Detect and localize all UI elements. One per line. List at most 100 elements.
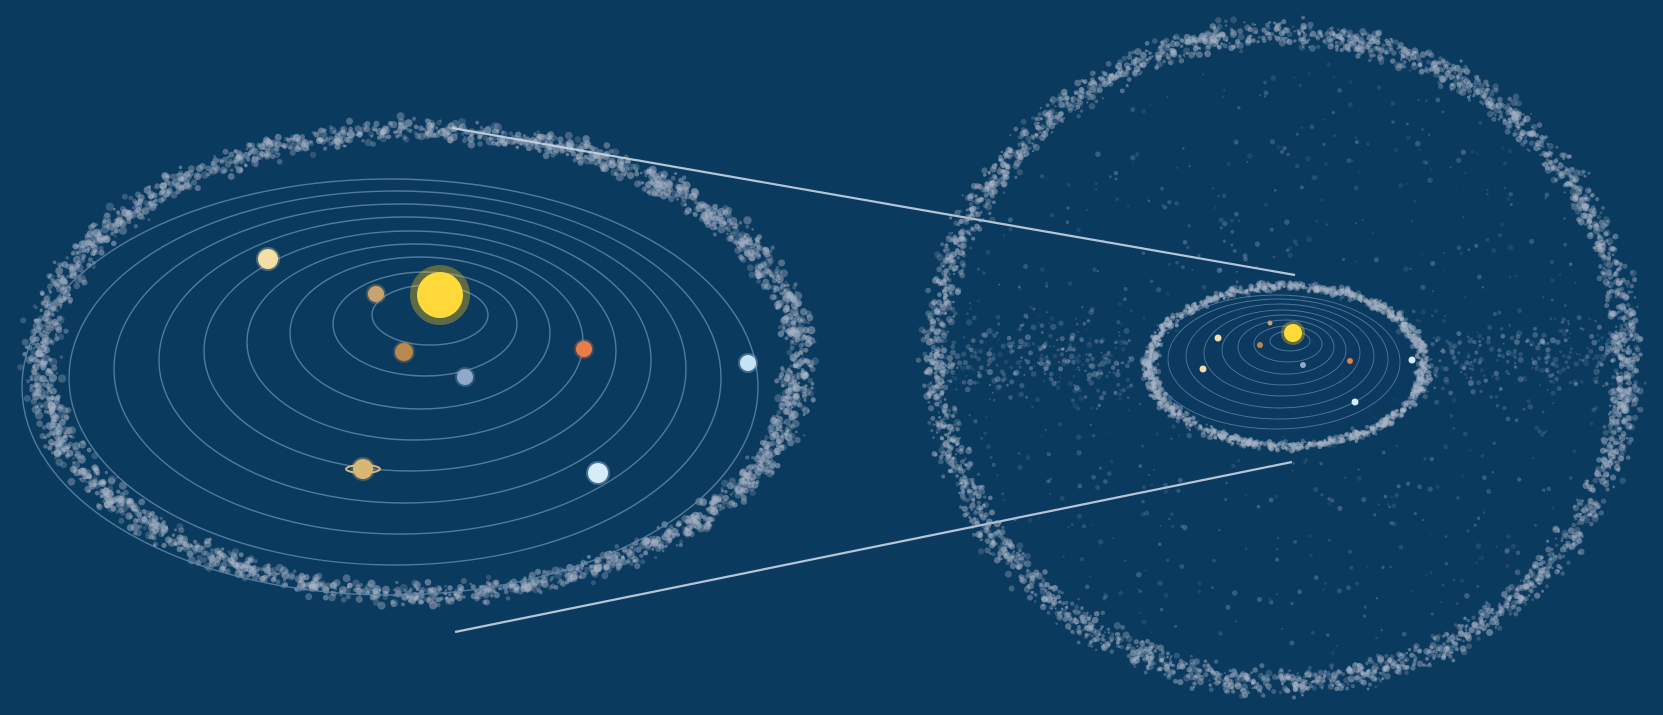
oort-particle [1599, 474, 1602, 478]
belt-particle [45, 383, 52, 390]
belt-particle [760, 454, 767, 461]
belt-particle [701, 203, 706, 208]
belt-particle [84, 485, 92, 493]
belt-particle [332, 129, 337, 134]
belt-particle [247, 150, 253, 156]
belt-particle [203, 550, 209, 556]
belt-particle [598, 564, 602, 567]
belt-particle [152, 541, 159, 547]
belt-particle [797, 381, 801, 385]
belt-particle [640, 559, 646, 565]
belt-particle [803, 387, 812, 396]
belt-particle [791, 337, 795, 340]
belt-particle [219, 166, 227, 175]
belt-particle [50, 278, 56, 284]
belt-particle [20, 317, 27, 324]
belt-particle [491, 128, 497, 134]
belt-particle [632, 163, 640, 171]
belt-particle [364, 120, 371, 127]
belt-particle [778, 375, 783, 381]
oort-particle [1222, 43, 1228, 49]
oort-particle [1350, 684, 1355, 689]
belt-particle [231, 560, 239, 568]
belt-particle [778, 428, 782, 432]
belt-particle [784, 336, 789, 341]
belt-particle [138, 498, 146, 506]
belt-particle [775, 279, 779, 282]
oort-particle [1378, 678, 1383, 683]
belt-particle [755, 253, 761, 260]
belt-particle [381, 126, 391, 135]
oort-particle [1044, 133, 1047, 136]
oort-particle [1189, 658, 1196, 665]
belt-particle [413, 131, 418, 136]
belt-particle [174, 536, 182, 544]
belt-particle [48, 438, 55, 446]
oort-particle [1058, 611, 1062, 615]
oort-particle [1581, 169, 1586, 174]
belt-particle [86, 230, 93, 237]
oort-particle [977, 548, 985, 555]
oort-particle [1609, 436, 1614, 442]
oort-particle [1257, 35, 1261, 39]
oort-particle [1278, 21, 1282, 26]
belt-particle [729, 231, 736, 238]
belt-particle [52, 260, 57, 265]
belt-particle [86, 230, 95, 238]
belt-particle [691, 211, 695, 215]
belt-particle [495, 129, 500, 134]
belt-particle [721, 479, 729, 488]
belt-particle [233, 159, 239, 166]
belt-particle [103, 236, 111, 244]
oort-particle [1584, 223, 1587, 226]
oort-particle [1531, 126, 1534, 129]
belt-particle [756, 278, 761, 284]
belt-particle [793, 327, 800, 334]
belt-particle [256, 142, 262, 148]
belt-particle [270, 154, 276, 160]
belt-particle [695, 511, 704, 520]
belt-particle [103, 235, 108, 240]
belt-particle [159, 516, 163, 520]
belt-particle [776, 409, 782, 415]
belt-particle [34, 359, 38, 363]
belt-particle [329, 582, 337, 589]
belt-particle [296, 139, 302, 145]
belt-particle [460, 132, 465, 136]
belt-particle [41, 299, 49, 307]
belt-particle [415, 591, 425, 600]
oort-particle [1100, 610, 1106, 616]
oort-particle [1599, 211, 1603, 215]
belt-particle [722, 221, 727, 226]
oort-particle [1524, 602, 1528, 606]
belt-particle [32, 365, 36, 368]
oort-particle [1359, 679, 1365, 684]
belt-particle [641, 186, 647, 192]
belt-particle [48, 288, 51, 292]
belt-particle [712, 232, 717, 237]
belt-particle [429, 122, 436, 128]
belt-particle [158, 197, 165, 204]
belt-particle [395, 134, 400, 139]
belt-particle [81, 253, 87, 259]
oort-particle [1067, 103, 1075, 112]
oort-particle [1080, 607, 1084, 611]
belt-particle [100, 225, 110, 234]
belt-particle [784, 418, 791, 426]
belt-particle [615, 562, 623, 570]
belt-particle [84, 472, 92, 480]
oort-particle [1004, 570, 1012, 578]
belt-particle [751, 228, 754, 231]
belt-particle [104, 223, 111, 229]
belt-particle [148, 534, 154, 540]
belt-particle [691, 188, 695, 191]
belt-particle [272, 145, 278, 151]
oort-particle [929, 318, 936, 325]
left-solar-system [17, 112, 819, 610]
belt-particle [118, 497, 122, 501]
oort-particle [1357, 39, 1361, 43]
belt-particle [253, 163, 259, 168]
oort-particle [1048, 605, 1053, 610]
belt-particle [739, 477, 745, 483]
belt-particle [710, 501, 719, 510]
